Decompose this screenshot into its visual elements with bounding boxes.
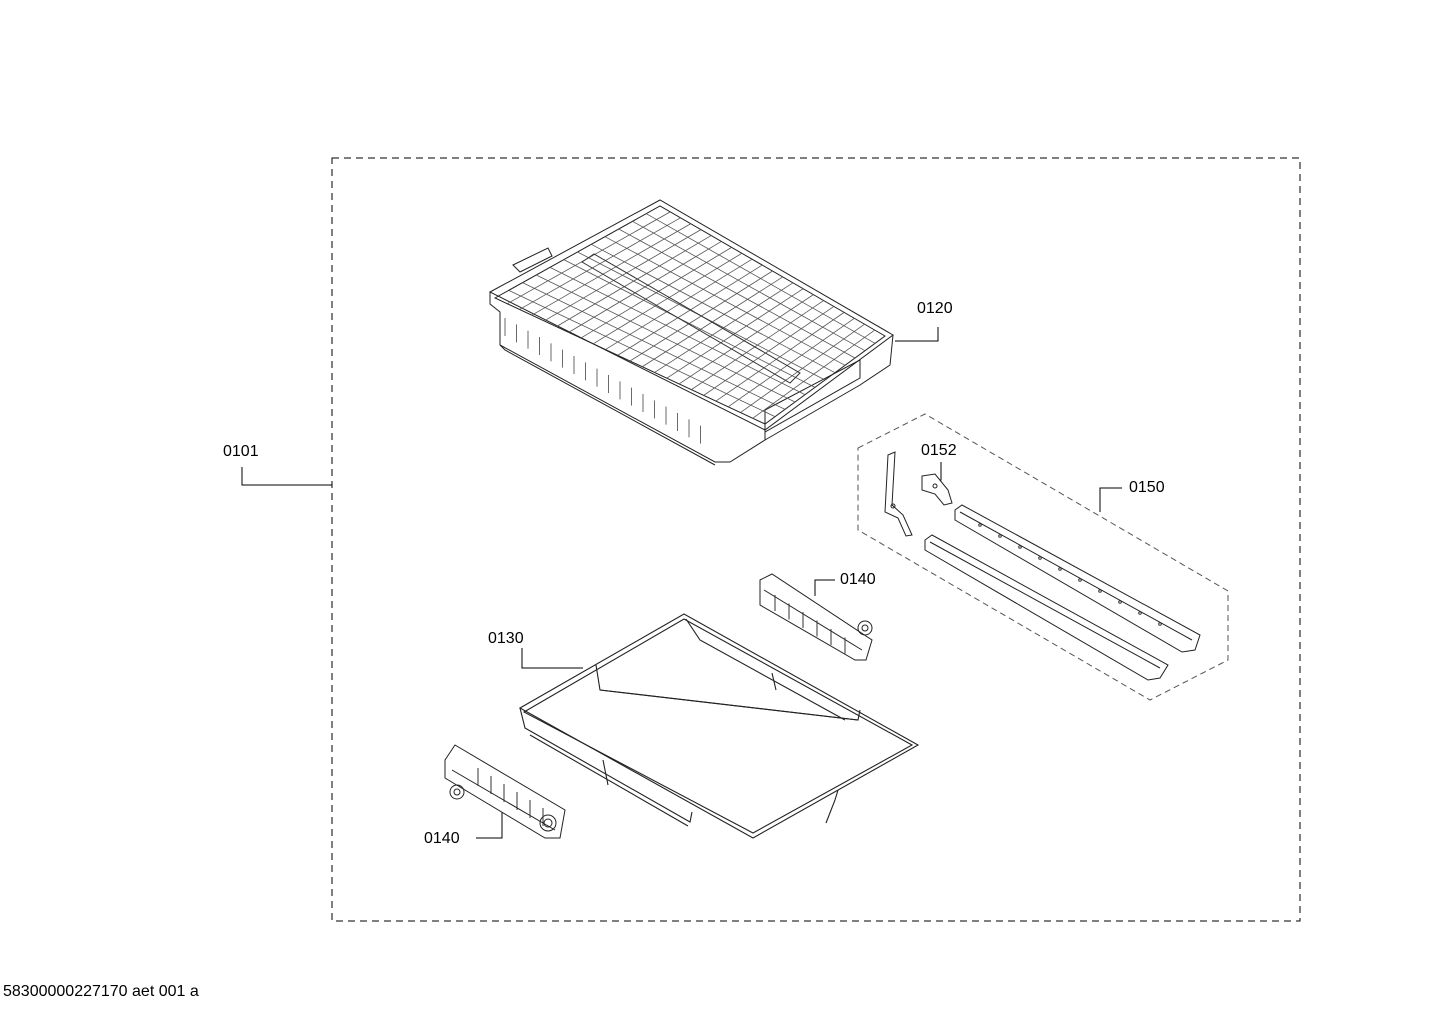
- callout-0130: 0130: [488, 630, 524, 647]
- tray-front-slots: [504, 318, 701, 444]
- callout-0140-right: 0140: [840, 571, 876, 588]
- wire-frame: [518, 613, 920, 839]
- leader-0140-left: [476, 812, 503, 839]
- clip-left: [444, 744, 566, 839]
- document-code: 58300000227170 aet 001 a: [3, 983, 199, 1000]
- leader-0140-right: [814, 579, 835, 596]
- clip-right: [759, 573, 873, 661]
- callout-0101: 0101: [223, 443, 259, 460]
- fittings: [884, 451, 953, 537]
- leader-lines: [241, 327, 1122, 839]
- leader-0101: [241, 467, 332, 486]
- callout-0140-left: 0140: [424, 830, 460, 847]
- cutlery-tray: [488, 199, 894, 466]
- callout-0150: 0150: [1129, 479, 1165, 496]
- tray-grid: [507, 211, 876, 419]
- leader-0130: [521, 648, 583, 669]
- assembly-boundary: [331, 157, 1301, 922]
- leader-0120: [895, 327, 939, 342]
- rail-set: [924, 504, 1201, 681]
- callout-0120: 0120: [917, 300, 953, 317]
- rail-group-boundary: [857, 413, 1229, 701]
- callout-0152: 0152: [921, 442, 957, 459]
- leader-0150: [1099, 487, 1122, 512]
